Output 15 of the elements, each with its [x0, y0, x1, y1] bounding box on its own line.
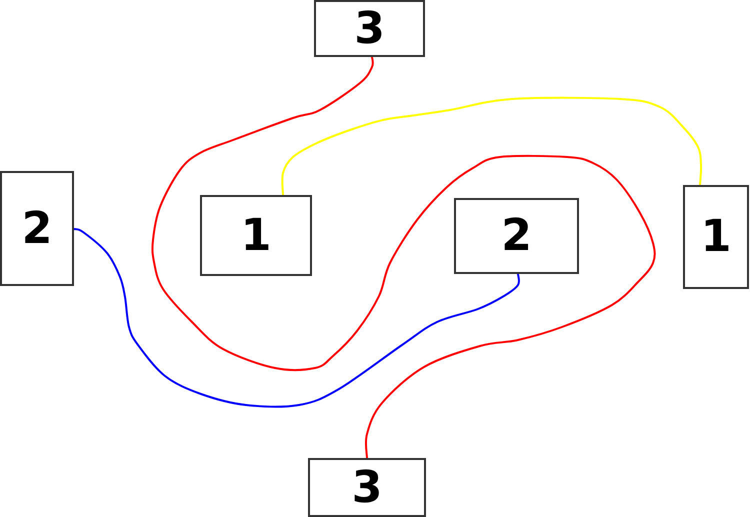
connector-line: [73, 228, 520, 408]
connector-line: [151, 56, 656, 459]
number-box: [200, 195, 312, 276]
digit-label: 3: [354, 6, 385, 50]
connector-line: [281, 96, 702, 196]
digit-label: 3: [352, 466, 382, 510]
digit-label: 2: [501, 214, 532, 258]
number-box: [314, 0, 425, 57]
digit-label: 1: [700, 215, 732, 259]
digit-label: 2: [22, 206, 52, 250]
number-box: [0, 171, 74, 286]
digit-label: 1: [240, 214, 272, 258]
number-box: [308, 458, 426, 517]
number-box: [683, 185, 749, 289]
number-box: [454, 198, 579, 274]
